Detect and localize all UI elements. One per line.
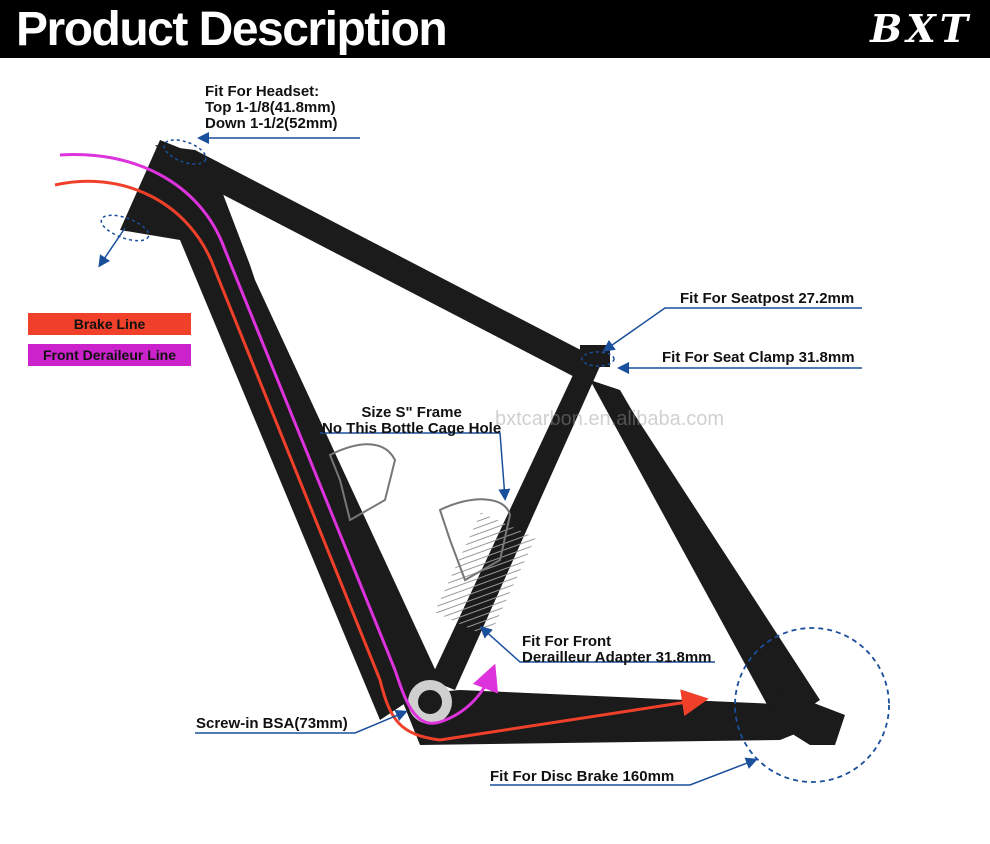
- seatpost-callout: Fit For Seatpost 27.2mm: [680, 290, 855, 307]
- brake-line: [54, 179, 709, 742]
- rear-dropout: [770, 690, 845, 745]
- legend-brake-line: Brake Line: [28, 313, 191, 335]
- frame-size-line2: No This Bottle Cage Hole: [322, 420, 502, 437]
- derailleur-line2: Derailleur Adapter 31.8mm: [522, 649, 712, 666]
- bottle-cage-seat: [438, 498, 512, 582]
- seat-clamp-area: [580, 345, 610, 367]
- disc-brake-area: [734, 627, 890, 783]
- derailleur-callout: Fit For Front Derailleur Adapter 31.8mm: [522, 634, 712, 666]
- bottle-cage-top: [328, 443, 397, 522]
- headset-title: Fit For Headset:: [205, 83, 320, 100]
- disc-brake-callout: Fit For Disc Brake 160mm: [490, 768, 675, 785]
- frame-size-callout: Size S" Frame No This Bottle Cage Hole: [322, 405, 501, 437]
- derailleur-line: [59, 152, 499, 725]
- brand-logo: BXT: [870, 6, 972, 51]
- page-title: Product Description: [16, 3, 448, 56]
- legend-derailleur-label: Front Deraileur Line: [42, 347, 177, 363]
- header-bar: Product Description BXT: [0, 0, 990, 58]
- derailleur-line1: Fit For Front: [522, 633, 612, 650]
- legend-brake-label: Brake Line: [73, 316, 146, 332]
- bsa-callout: Screw-in BSA(73mm): [196, 715, 348, 732]
- headset-down: Down 1-1/2(52mm): [205, 115, 338, 132]
- bike-frame: [100, 139, 845, 745]
- watermark-text: bxtcarbon.en.alibaba.com: [495, 408, 725, 430]
- legend-derailleur-line: Front Deraileur Line: [28, 344, 191, 366]
- headset-callout: Fit For Headset: Top 1-1/8(41.8mm) Down …: [205, 84, 338, 132]
- frame-size-line1: Size S" Frame: [361, 404, 462, 421]
- headset-top: Top 1-1/8(41.8mm): [205, 99, 336, 116]
- seat-clamp-callout: Fit For Seat Clamp 31.8mm: [662, 349, 855, 366]
